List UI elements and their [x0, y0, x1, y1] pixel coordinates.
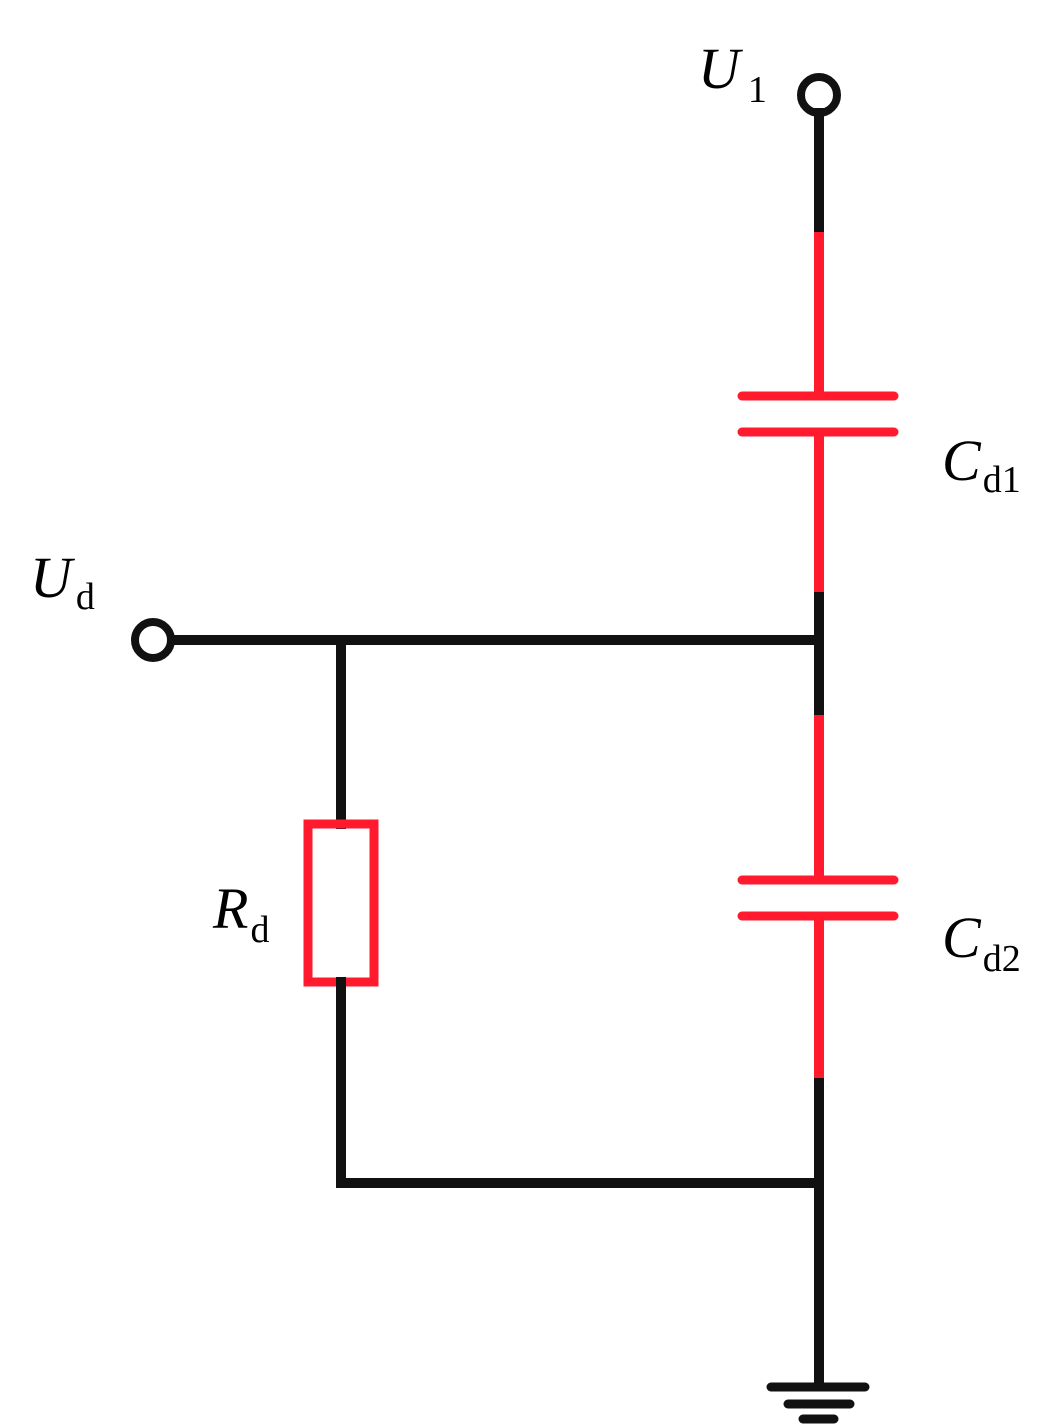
cd2-label: Cd2 [942, 905, 1021, 980]
cd1-label: Cd1 [942, 428, 1021, 501]
cd2-label-main: C [942, 905, 982, 970]
cd2-label-sub: d2 [983, 938, 1021, 980]
rd-label-main: R [212, 876, 248, 941]
ground-icon [766, 1382, 870, 1424]
ud-terminal [131, 618, 175, 662]
rd-resistor-body [303, 819, 379, 987]
u1-label-sub: 1 [748, 69, 767, 111]
u1-terminal [797, 73, 841, 117]
ud-label-sub: d [76, 576, 95, 618]
u1-label-main: U [698, 36, 744, 101]
cd1-label-sub: d1 [983, 459, 1021, 501]
rd-label: Rd [212, 876, 269, 951]
ud-label-main: U [30, 545, 76, 610]
cd1-label-main: C [942, 428, 982, 493]
rd-label-sub: d [250, 909, 269, 951]
